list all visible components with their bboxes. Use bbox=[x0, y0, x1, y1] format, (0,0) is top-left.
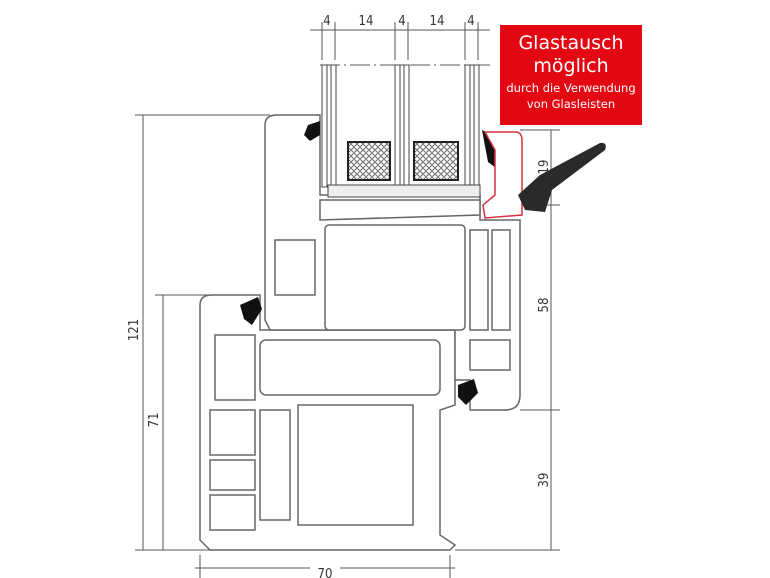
badge-sub-line1: durch die Verwendung bbox=[506, 81, 636, 95]
glazing-tool-icon bbox=[518, 142, 606, 212]
dim-top-5: 4 bbox=[467, 14, 474, 29]
dim-top-3: 4 bbox=[398, 14, 405, 29]
dim-right-bead: 19 bbox=[537, 160, 552, 175]
badge-title-line1: Glastausch bbox=[518, 32, 624, 54]
dim-right-sash: 58 bbox=[537, 298, 552, 313]
dim-left-total: 121 bbox=[127, 319, 142, 341]
dim-top-1: 4 bbox=[323, 14, 330, 29]
dim-top-2: 14 bbox=[359, 14, 374, 29]
glazing-bead bbox=[482, 131, 523, 219]
badge-sub-line2: von Glasleisten bbox=[526, 97, 616, 111]
glass-replacement-badge: Glastausch möglich durch die Verwendung … bbox=[500, 25, 642, 125]
glass-panes bbox=[321, 64, 481, 198]
frame-profile bbox=[199, 294, 457, 551]
dim-bottom-width: 70 bbox=[318, 567, 333, 578]
sash-profile bbox=[264, 114, 521, 411]
dim-right-frame: 39 bbox=[537, 473, 552, 488]
badge-title-line2: möglich bbox=[533, 55, 609, 77]
dim-top-4: 14 bbox=[430, 14, 445, 29]
dim-left-frame: 71 bbox=[147, 413, 162, 428]
